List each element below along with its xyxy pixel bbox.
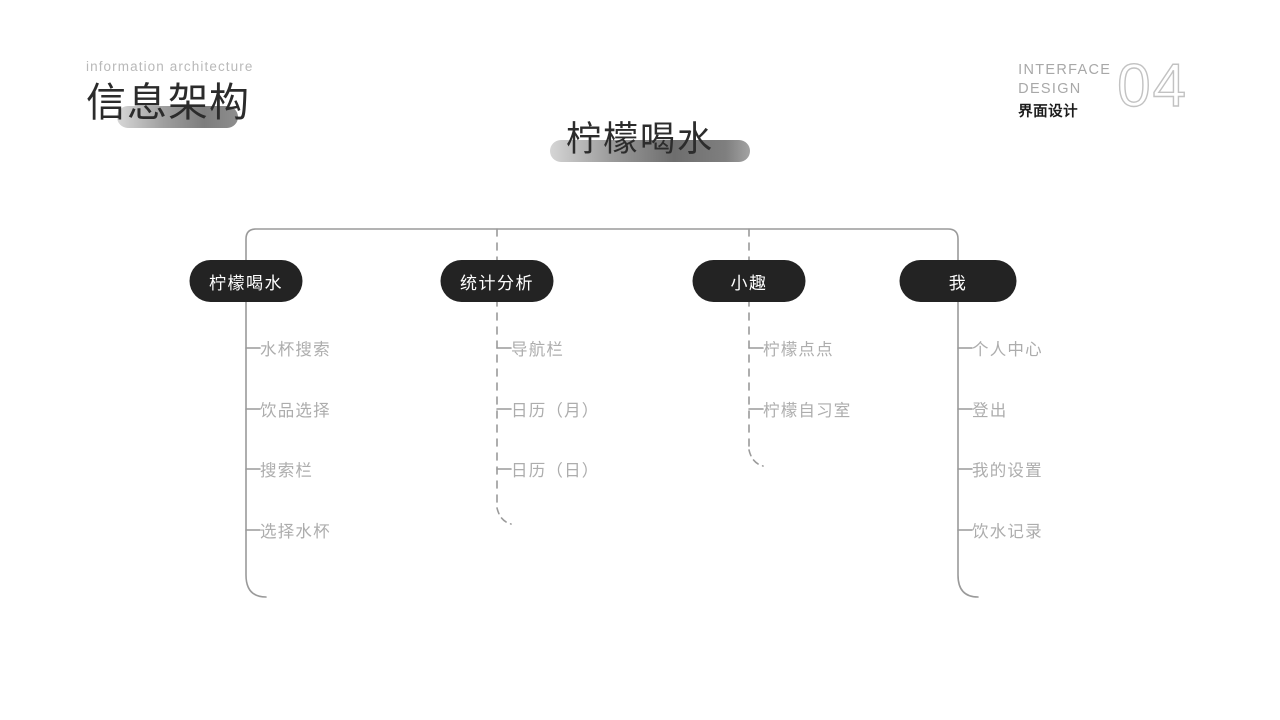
- leaf-b2-3[interactable]: 日历（日）: [511, 462, 600, 480]
- page-title: 信息架构: [86, 81, 250, 125]
- section-label-line2: DESIGN: [1018, 81, 1082, 97]
- app-title-highlight-bar: [549, 140, 750, 162]
- page-title-block: information architecture 信息架构: [86, 58, 506, 128]
- page-title-cn-wrap: 信息架构: [86, 79, 506, 128]
- leaf-b2-2[interactable]: 日历（月）: [511, 402, 600, 420]
- leaf-b3-2[interactable]: 柠檬自习室: [763, 402, 852, 420]
- node-branch-1[interactable]: 柠檬喝水: [189, 260, 303, 302]
- leaf-b4-3[interactable]: 我的设置: [972, 462, 1043, 480]
- leaf-b1-1[interactable]: 水杯搜索: [260, 341, 331, 359]
- section-label-line1: INTERFACE: [1018, 62, 1112, 78]
- leaf-b3-1[interactable]: 柠檬点点: [763, 341, 834, 359]
- node-branch-2[interactable]: 统计分析: [440, 260, 554, 302]
- leaf-b1-2[interactable]: 饮品选择: [260, 402, 331, 420]
- section-number: 04: [1117, 52, 1188, 119]
- title-highlight-bar: [117, 106, 238, 128]
- leaf-b1-4[interactable]: 选择水杯: [260, 523, 331, 541]
- leaf-b4-1[interactable]: 个人中心: [972, 341, 1043, 359]
- app-title-inner: 柠檬喝水: [549, 114, 750, 166]
- section-marker-text: INTERFACE DESIGN 界面设计: [1018, 58, 1117, 123]
- node-branch-3[interactable]: 小趣: [692, 260, 806, 302]
- leaf-b4-2[interactable]: 登出: [972, 402, 1008, 420]
- app-title-block: 柠檬喝水: [0, 114, 1280, 166]
- section-marker: INTERFACE DESIGN 界面设计 04: [1018, 52, 1188, 132]
- leaf-b2-1[interactable]: 导航栏: [511, 341, 565, 359]
- app-title: 柠檬喝水: [565, 120, 714, 159]
- page-eyebrow-label: information architecture: [86, 59, 254, 74]
- node-branch-4[interactable]: 我: [899, 260, 1017, 302]
- leaf-b1-3[interactable]: 搜索栏: [260, 462, 314, 480]
- leaf-b4-4[interactable]: 饮水记录: [972, 523, 1043, 541]
- section-label-cn: 界面设计: [1018, 104, 1079, 120]
